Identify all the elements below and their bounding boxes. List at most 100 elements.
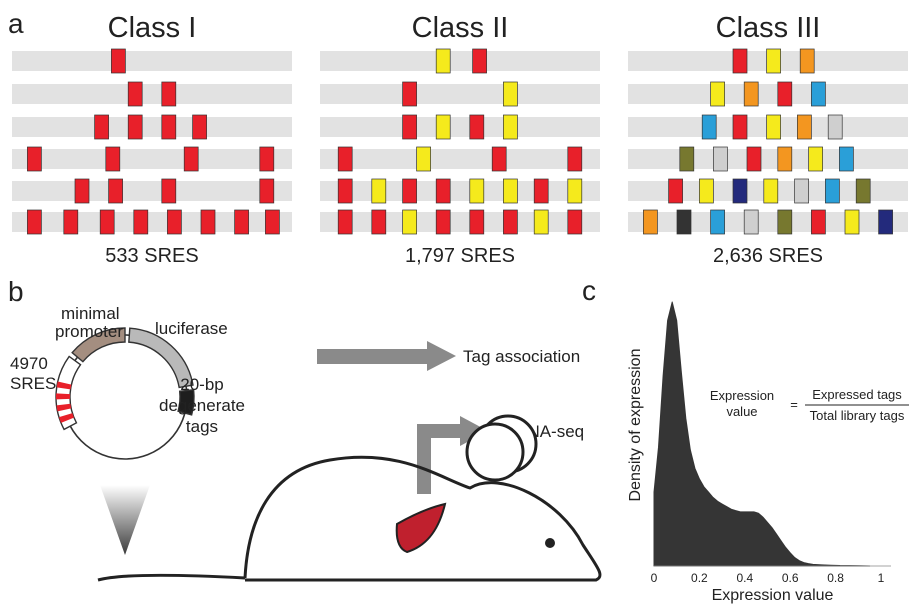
mouse-body	[243, 455, 602, 582]
motif-block-red	[127, 81, 143, 107]
motif-block-red	[503, 209, 518, 235]
motif-block-red	[777, 81, 793, 107]
motif-block-red	[265, 209, 280, 235]
motif-block-yellow	[469, 178, 485, 204]
class-count-3: 2,636 SRES	[713, 245, 823, 267]
sequence-track	[12, 51, 292, 71]
class-count-1: 533 SRES	[105, 245, 198, 267]
motif-block-red	[111, 48, 126, 74]
motif-block-red	[133, 209, 149, 235]
bent-arrow-icon	[417, 416, 488, 494]
sres-stripe	[56, 393, 71, 400]
motif-block-red	[167, 209, 182, 235]
sres-stripes	[56, 381, 75, 423]
motif-block-orange	[799, 48, 815, 74]
motif-block-yellow	[567, 178, 583, 204]
motif-block-red	[371, 209, 387, 235]
motif-block-blue	[701, 114, 717, 140]
motif-block-olive	[855, 178, 871, 204]
motif-block-red	[161, 114, 177, 140]
motif-block-red	[337, 209, 353, 235]
motif-block-gray	[794, 178, 809, 204]
motif-block-red	[435, 209, 451, 235]
motif-block-navy	[732, 178, 748, 204]
label-promoter: promoter	[55, 322, 123, 341]
panel-a-letter: a	[8, 8, 24, 39]
plasmid-diagram	[55, 327, 195, 460]
sequence-track	[628, 149, 908, 169]
x-tick-label: 0.6	[782, 571, 799, 585]
motif-block-yellow	[844, 209, 860, 235]
motif-block-red	[402, 81, 417, 107]
motif-block-red	[27, 146, 42, 172]
motif-block-red	[732, 114, 748, 140]
injection-cone	[100, 485, 150, 555]
motif-block-red	[435, 178, 451, 204]
label-4970: 4970	[10, 354, 48, 373]
motif-block-red	[27, 209, 42, 235]
equation-equals: =	[790, 397, 798, 412]
motif-block-red	[94, 114, 109, 140]
motif-block-navy	[878, 209, 893, 235]
panel-b-letter: b	[8, 276, 24, 307]
motif-block-yellow	[371, 178, 387, 204]
plasmid-promoter	[71, 327, 126, 363]
motif-block-red	[732, 48, 748, 74]
motif-block-yellow	[710, 81, 725, 107]
sequence-track	[320, 84, 600, 104]
motif-block-red	[161, 178, 177, 204]
motif-block-yellow	[503, 81, 518, 107]
x-tick-label: 0.8	[827, 571, 844, 585]
motif-block-blue	[811, 81, 826, 107]
plasmid-luciferase	[128, 327, 194, 389]
motif-block-red	[337, 146, 353, 172]
motif-block-red	[234, 209, 249, 235]
motif-block-yellow	[402, 209, 417, 235]
x-axis-title: Expression value	[712, 587, 834, 604]
label-tags: tags	[186, 417, 218, 436]
sequence-track	[12, 181, 292, 201]
arrow-right-icon	[317, 341, 456, 371]
motif-block-red	[192, 114, 207, 140]
label-20bp: 20-bp	[180, 375, 223, 394]
motif-block-red	[402, 114, 417, 140]
motif-block-red	[491, 146, 507, 172]
motif-block-red	[259, 146, 275, 172]
sequence-track	[320, 149, 600, 169]
motif-block-red	[469, 209, 485, 235]
motif-block-red	[63, 209, 79, 235]
motif-block-red	[472, 48, 487, 74]
motif-block-orange	[743, 81, 759, 107]
motif-block-red	[74, 178, 90, 204]
sequence-track	[12, 212, 292, 232]
motif-block-gray	[713, 146, 728, 172]
x-tick-label: 0	[651, 571, 658, 585]
motif-block-red	[567, 146, 583, 172]
plasmid-tag-region	[177, 389, 195, 416]
motif-block-red	[105, 146, 121, 172]
class-title-2: Class II	[412, 12, 509, 44]
motif-block-yellow	[503, 178, 518, 204]
class-title-3: Class III	[716, 12, 821, 44]
motif-block-orange	[777, 146, 793, 172]
motif-block-red	[668, 178, 683, 204]
motif-block-red	[811, 209, 826, 235]
motif-block-red	[108, 178, 123, 204]
motif-block-gray	[743, 209, 759, 235]
density-area	[653, 301, 871, 567]
motif-block-olive	[679, 146, 695, 172]
motif-block-yellow	[435, 114, 451, 140]
motif-block-red	[337, 178, 353, 204]
motif-block-red	[161, 81, 177, 107]
sequence-track	[628, 84, 908, 104]
motif-block-red	[259, 178, 275, 204]
motif-block-red	[99, 209, 115, 235]
sres-stripe	[56, 403, 72, 412]
motif-block-yellow	[766, 114, 781, 140]
motif-block-orange	[643, 209, 658, 235]
mouse-ear-inner	[465, 422, 525, 482]
motif-block-yellow	[763, 178, 779, 204]
motif-block-red	[469, 114, 485, 140]
